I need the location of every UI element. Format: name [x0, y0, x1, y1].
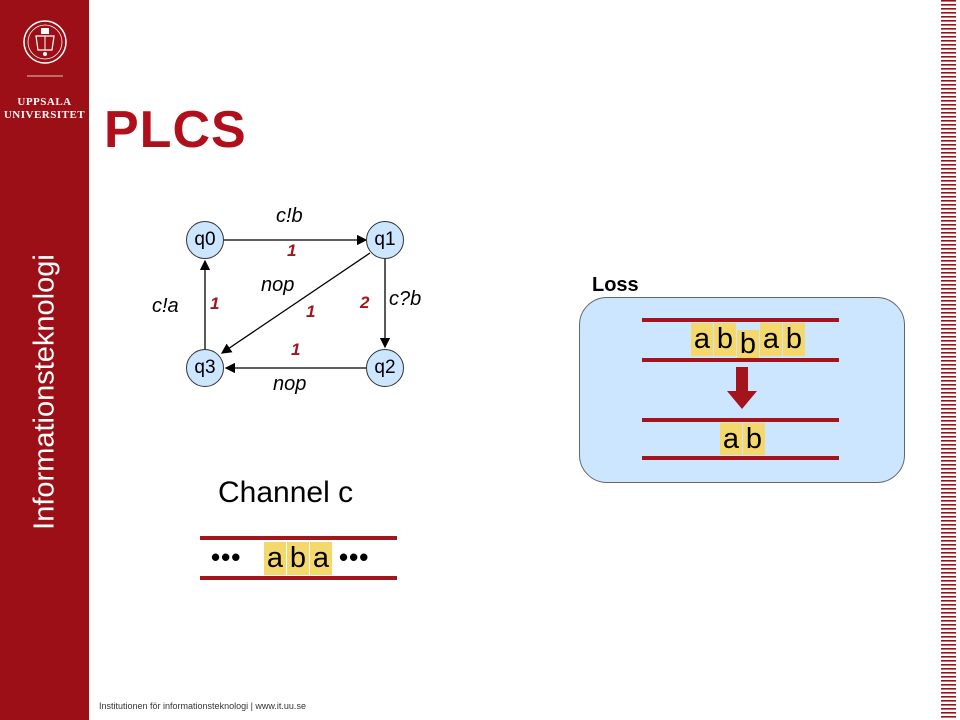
channel-rail-top	[200, 536, 397, 540]
priority-q3-q0: 1	[210, 294, 220, 313]
loss-before-cell: b	[737, 328, 759, 360]
slide-title: PLCS	[104, 101, 247, 159]
channel-ellipsis-left: •••	[211, 542, 242, 572]
priority-q1-q3: 1	[306, 302, 316, 321]
university-name-line1: UPPSALA	[17, 96, 72, 108]
edge-label-q1-q2: c?b	[389, 288, 422, 310]
state-q3: q3	[186, 349, 224, 387]
channel-cell: a	[310, 542, 332, 575]
loss-label: Loss	[592, 274, 639, 296]
university-seal-icon	[23, 20, 67, 77]
channel-cell: b	[287, 542, 309, 575]
priority-q1-q2: 2	[360, 293, 370, 312]
loss-before-rail-top	[642, 318, 839, 322]
edge-label-q0-q1: c!b	[276, 205, 303, 227]
channel-rail-bottom	[200, 576, 397, 580]
state-q1: q1	[366, 221, 404, 259]
priority-q0-q1: 1	[287, 241, 297, 260]
edge-label-q3-q0: c!a	[152, 295, 179, 317]
edge-q1-q3	[220, 252, 371, 354]
priority-q2-q3: 1	[291, 340, 301, 359]
loss-after-rail-top	[642, 418, 839, 422]
loss-before-cell: b	[714, 323, 736, 356]
state-q0: q0	[186, 221, 224, 259]
loss-before-cell: b	[783, 323, 805, 356]
loss-after-rail-bottom	[642, 456, 839, 460]
channel-cell: a	[264, 542, 286, 575]
decorative-edge-border	[941, 0, 956, 720]
sidebar: UPPSALA UNIVERSITET Informationsteknolog…	[0, 0, 89, 720]
loss-before-cell: a	[760, 323, 782, 356]
state-q2: q2	[366, 349, 404, 387]
footer-text: Institutionen för informationsteknologi …	[99, 701, 306, 711]
edge-label-q2-q3: nop	[273, 373, 307, 395]
edge-label-q1-q3: nop	[261, 274, 295, 296]
channel-ellipsis-right: •••	[339, 542, 370, 572]
loss-before-rail-bottom	[642, 358, 839, 362]
channel-caption: Channel c	[218, 476, 354, 509]
university-name-line2: UNIVERSITET	[3, 109, 86, 121]
loss-after-cell: b	[743, 423, 765, 455]
loss-before-cell: a	[691, 323, 713, 356]
down-arrow-icon	[727, 367, 757, 409]
loss-after-cell: a	[720, 423, 742, 455]
